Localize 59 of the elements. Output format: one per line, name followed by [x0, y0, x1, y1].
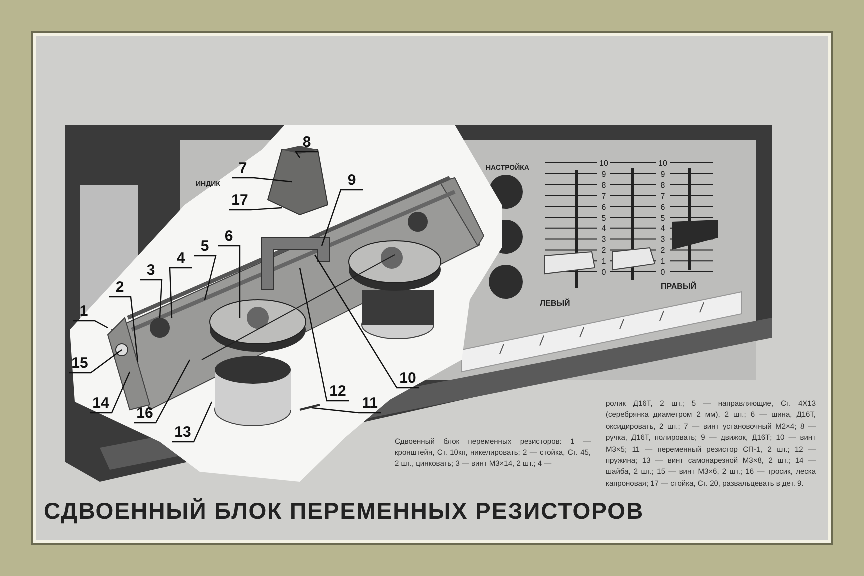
leader-line	[140, 279, 163, 318]
scale-number: 7	[600, 192, 608, 201]
scale-number: 0	[600, 268, 608, 277]
leader-line	[90, 372, 131, 414]
scale-number: 10	[658, 159, 668, 168]
scale-number: 1	[660, 257, 666, 266]
leader-line	[314, 254, 419, 389]
leader-line	[232, 177, 292, 183]
callout-number: 2	[109, 279, 131, 297]
scale-number: 6	[660, 202, 666, 212]
scale-number: 4	[600, 224, 608, 234]
panel-label: ПРАВЫЙ	[661, 281, 697, 293]
leader-line	[321, 189, 363, 246]
scale-number: 8	[600, 180, 608, 190]
scale-number: 7	[660, 192, 666, 201]
scale-number: 10	[598, 159, 610, 168]
scale-number: 8	[660, 180, 666, 190]
leader-line	[73, 320, 108, 329]
callout-number: 11	[359, 395, 381, 413]
scale-number: 9	[600, 170, 608, 179]
title: СДВОЕННЫЙ БЛОК ПЕРЕМЕННЫХ РЕЗИСТОРОВ	[44, 497, 644, 526]
scale-number: 5	[660, 214, 666, 222]
scale-number: 2	[660, 246, 666, 256]
scale-number: 9	[660, 170, 666, 179]
scale-number: 4	[660, 224, 666, 234]
leader-line	[218, 245, 241, 318]
scale-number: 2	[600, 246, 608, 256]
scale-number: 0	[660, 268, 666, 277]
callout-number: 5	[194, 238, 216, 256]
scale-number: 1	[600, 257, 608, 266]
callout-number: 16	[134, 405, 156, 423]
leader-line	[169, 267, 192, 318]
scale-number: 5	[600, 214, 608, 222]
leader-line	[312, 407, 381, 414]
leader-line	[69, 350, 122, 374]
callout-number: 15	[69, 355, 91, 373]
leader-line	[299, 268, 349, 402]
scale-number: 6	[600, 202, 608, 212]
callout-number: 17	[229, 192, 251, 210]
scale-number: 3	[660, 235, 666, 244]
callout-number: 12	[327, 383, 349, 401]
leader-line	[109, 296, 139, 362]
callout-number: 3	[140, 262, 162, 280]
leader-line	[294, 151, 318, 158]
leader-line	[134, 360, 191, 424]
leader-line	[172, 402, 213, 443]
panel-label: ЛЕВЫЙ	[540, 298, 570, 310]
callout-number: 6	[218, 228, 240, 246]
callout-number: 1	[73, 303, 95, 321]
scale-number: 3	[600, 235, 608, 244]
leader-line	[229, 207, 282, 211]
callout-number: 13	[172, 424, 194, 442]
callout-number: 8	[296, 134, 318, 152]
callout-number: 14	[90, 395, 112, 413]
callout-number: 10	[397, 370, 419, 388]
callout-number: 4	[170, 250, 192, 268]
leader-line	[194, 255, 217, 300]
callout-number: 7	[232, 160, 254, 178]
callout-number: 9	[341, 172, 363, 190]
